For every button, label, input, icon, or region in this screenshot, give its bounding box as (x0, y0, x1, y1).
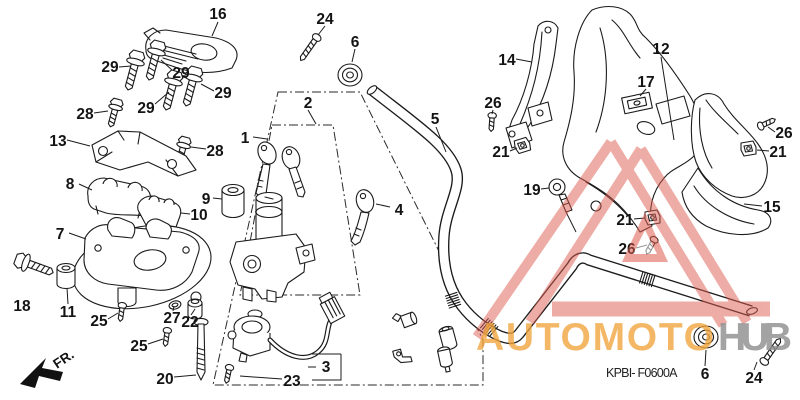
part-label-19: 19 (523, 182, 541, 199)
part-label-6: 6 (701, 366, 710, 383)
part-label-1: 1 (241, 130, 250, 147)
front-direction-label: FR. (50, 347, 76, 372)
part-12-upper-handle-cover (562, 5, 702, 233)
part-label-6: 6 (351, 34, 360, 51)
leader-lines (66, 21, 776, 381)
watermark-text-automoto: AUTOMOTO (476, 316, 714, 359)
diagram-part-code: KPBI- F0600A (606, 366, 678, 380)
part-16-handle-cover-cap (143, 27, 238, 74)
lock-set-group-box (212, 91, 484, 386)
part-label-2: 2 (304, 95, 313, 112)
part-label-28: 28 (76, 106, 94, 123)
part-17-clip-plate (621, 91, 653, 115)
part-label-22: 22 (181, 314, 198, 331)
part-23-screw (221, 363, 235, 385)
part-10-handle-lower-holder (137, 195, 182, 228)
part-7-handle-bridge-plate (72, 217, 212, 310)
part-label-10: 10 (190, 207, 207, 224)
part-label-25: 25 (90, 313, 108, 330)
part-label-17: 17 (637, 74, 654, 91)
part-label-27: 27 (163, 310, 180, 327)
part-label-15: 15 (763, 199, 781, 216)
part-2-key-set (255, 141, 306, 198)
front-direction-arrow: FR. (20, 347, 77, 388)
part-9-spacer-bush (221, 183, 245, 219)
part-label-12: 12 (652, 41, 669, 58)
part-label-21: 21 (616, 212, 634, 229)
part-14-handle-stay (505, 20, 559, 149)
part-label-29: 29 (137, 100, 155, 117)
part-label-11: 11 (60, 304, 77, 321)
part-label-23: 23 (283, 373, 301, 390)
part-label-7: 7 (56, 226, 65, 243)
part-11-spacer (56, 262, 76, 290)
part-label-9: 9 (202, 191, 211, 208)
part-13-handle-bracket (91, 130, 197, 177)
watermark-triangle-center (622, 212, 668, 262)
part-15-lower-handle-cover (681, 93, 772, 236)
part-lock-housing (229, 233, 316, 303)
part-label-18: 18 (13, 298, 31, 315)
part-20-long-bolt (193, 317, 209, 381)
part-label-20: 20 (156, 371, 173, 388)
part-label-26: 26 (775, 125, 793, 142)
part-3-ignition-switch (227, 291, 346, 363)
part-label-13: 13 (49, 133, 67, 150)
part-label-29: 29 (101, 59, 119, 76)
part-label-26: 26 (484, 95, 502, 112)
watermark-text-hub: HUB (718, 316, 792, 359)
part-label-25: 25 (130, 338, 148, 355)
part-label-5: 5 (431, 111, 440, 128)
automotohub-watermark: AUTOMOTO HUB (472, 139, 792, 359)
part-label-3: 3 (322, 359, 331, 376)
part-label-21: 21 (492, 144, 510, 161)
part-27-washer (168, 300, 182, 310)
part-label-24: 24 (316, 11, 334, 28)
part-label-29: 29 (172, 65, 190, 82)
part-label-8: 8 (66, 176, 75, 193)
part-label-4: 4 (395, 202, 404, 219)
part-label-29: 29 (214, 85, 232, 102)
part-label-14: 14 (498, 52, 516, 69)
part-label-28: 28 (206, 143, 224, 160)
part-label-24: 24 (745, 370, 763, 387)
small-fittings (391, 311, 458, 373)
watermark-triangle-logo (472, 139, 770, 340)
part-4-key (350, 189, 375, 246)
part-label-21: 21 (769, 144, 787, 161)
part-number-labels: 16 29 29 29 29 28 28 13 8 9 10 7 18 11 2… (13, 6, 793, 390)
part-label-16: 16 (209, 6, 227, 23)
part-18-flange-bolt (11, 249, 57, 282)
part-22-cap-nut (187, 298, 203, 320)
